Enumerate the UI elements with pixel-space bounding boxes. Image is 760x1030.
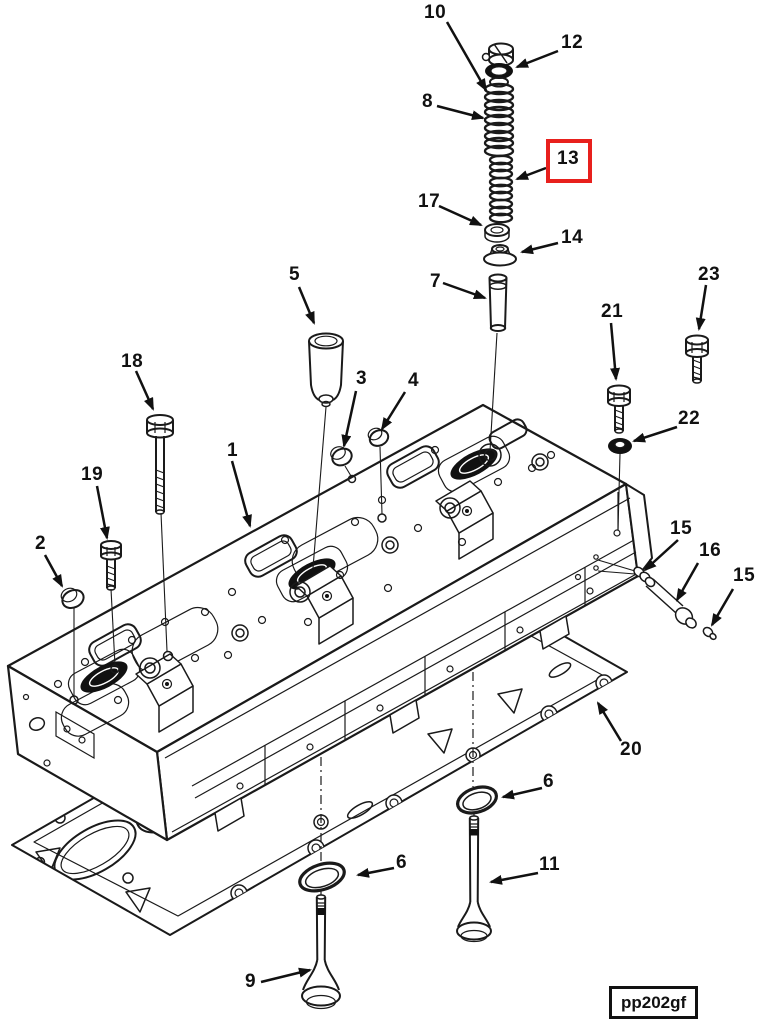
callout-17[interactable]: 17 xyxy=(418,191,441,212)
callout-5[interactable]: 5 xyxy=(289,264,301,285)
callout-21[interactable]: 21 xyxy=(601,301,624,322)
callout-1[interactable]: 1 xyxy=(227,440,239,461)
callout-11[interactable]: 11 xyxy=(539,854,561,875)
callout-9[interactable]: 9 xyxy=(245,971,257,992)
callout-15-upper[interactable]: 15 xyxy=(670,518,693,539)
callout-3[interactable]: 3 xyxy=(356,368,368,389)
callout-2[interactable]: 2 xyxy=(35,533,47,554)
callout-6-right[interactable]: 6 xyxy=(543,771,555,792)
cup-plug-part-3 xyxy=(330,446,353,467)
callout-14[interactable]: 14 xyxy=(561,227,584,248)
callout-13-highlighted[interactable]: 13 xyxy=(557,148,580,169)
rocker-pedestal-bosses xyxy=(135,480,494,733)
valve-part-11 xyxy=(456,815,492,943)
valve-seal-ring-6-left xyxy=(298,861,346,893)
callout-4[interactable]: 4 xyxy=(408,370,420,391)
callout-arrows xyxy=(43,21,735,984)
spring-seat-part-17 xyxy=(484,223,510,243)
cylinder-head-drawing xyxy=(6,403,653,842)
outer-valve-spring-part-8 xyxy=(483,82,515,158)
valve-stem-seal-part-14 xyxy=(483,244,517,267)
figure-code-badge: pp202gf xyxy=(609,986,699,1019)
inner-valve-spring-part-13 xyxy=(488,154,514,224)
long-head-bolt-part-18 xyxy=(146,414,174,515)
spring-retainer-part-12 xyxy=(485,63,513,88)
callout-22[interactable]: 22 xyxy=(678,408,701,429)
valve-seal-ring-6-right xyxy=(456,785,498,815)
callout-20[interactable]: 20 xyxy=(620,739,643,760)
callout-10[interactable]: 10 xyxy=(424,2,447,23)
callout-8[interactable]: 8 xyxy=(422,91,434,112)
callout-18[interactable]: 18 xyxy=(121,351,144,372)
assembly-center-lines xyxy=(73,332,636,696)
cup-plug-part-4 xyxy=(367,427,390,447)
injector-sleeve-part-5 xyxy=(308,332,344,408)
washer-part-22 xyxy=(608,438,632,454)
fuel-connector-assembly-parts-15-16 xyxy=(633,566,717,641)
valve-collet-part-10 xyxy=(481,42,514,67)
cup-plug-part-2 xyxy=(60,587,85,609)
bolt-part-23 xyxy=(685,334,709,384)
valve-guide-part-7 xyxy=(488,273,508,332)
rocker-bolt-part-21 xyxy=(607,384,631,434)
highlight-box xyxy=(546,139,592,183)
head-bolt-part-19 xyxy=(100,540,122,591)
valve-part-9 xyxy=(301,894,341,1010)
callout-16[interactable]: 16 xyxy=(699,540,722,561)
callout-12[interactable]: 12 xyxy=(561,32,584,53)
callout-7[interactable]: 7 xyxy=(430,271,442,292)
callout-23[interactable]: 23 xyxy=(698,264,721,285)
callout-19[interactable]: 19 xyxy=(81,464,104,485)
callout-6-left[interactable]: 6 xyxy=(396,852,408,873)
callout-15-lower[interactable]: 15 xyxy=(733,565,756,586)
